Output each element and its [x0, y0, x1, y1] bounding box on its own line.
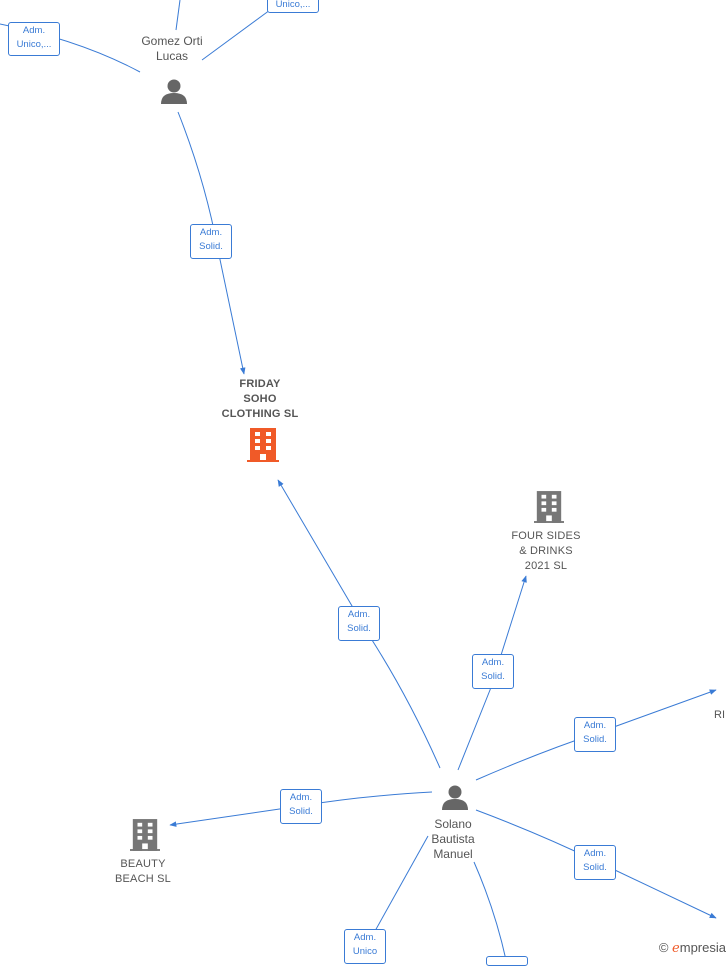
edge-solano-bottom2 — [473, 861, 507, 960]
person-icon[interactable] — [160, 78, 188, 104]
edge-label-bottom-partial — [486, 956, 528, 966]
node-label-four-sides[interactable]: FOUR SIDES & DRINKS 2021 SL — [511, 530, 581, 572]
person-icon[interactable] — [441, 784, 469, 810]
edge-label-adm-unico-bottom: Adm. Unico — [344, 929, 386, 964]
edge-label-adm-solid: Adm. Solid. — [574, 845, 616, 880]
edge-label-unico: Unico,... — [267, 0, 319, 13]
brand-name: mpresia — [679, 940, 726, 955]
edge-label-adm-solid: Adm. Solid. — [472, 654, 514, 689]
edge-gomez-top — [175, 0, 181, 31]
edge-gomez-top-right — [201, 9, 271, 61]
edge-solano-foursides — [457, 575, 527, 771]
edge-label-adm-solid: Adm. Solid. — [338, 606, 380, 641]
edge-label-adm-solid: Adm. Solid. — [574, 717, 616, 752]
edge-label-adm-solid: Adm. Solid. — [280, 789, 322, 824]
edge-solano-friday — [277, 479, 441, 769]
building-icon[interactable] — [534, 490, 564, 524]
node-label-gomez[interactable]: Gomez Orti Lucas — [141, 34, 203, 63]
building-icon-main[interactable] — [247, 428, 279, 462]
node-label-friday[interactable]: FRIDAY SOHO CLOTHING SL — [221, 378, 299, 420]
copyright-icon: © — [658, 940, 669, 955]
edge-label-adm-unico: Adm. Unico,... — [8, 22, 60, 56]
edge-label-adm-solid: Adm. Solid. — [190, 224, 232, 259]
brand-watermark: © empresia — [659, 940, 726, 956]
building-icon[interactable] — [130, 818, 160, 852]
node-label-solano[interactable]: Solano Bautista Manuel — [431, 817, 475, 861]
edge-solano-bottom — [369, 835, 429, 941]
brand-e: e — [672, 941, 680, 956]
node-label-beauty[interactable]: BEAUTY BEACH SL — [114, 858, 171, 885]
node-label-truncated[interactable]: RI — [714, 709, 725, 721]
